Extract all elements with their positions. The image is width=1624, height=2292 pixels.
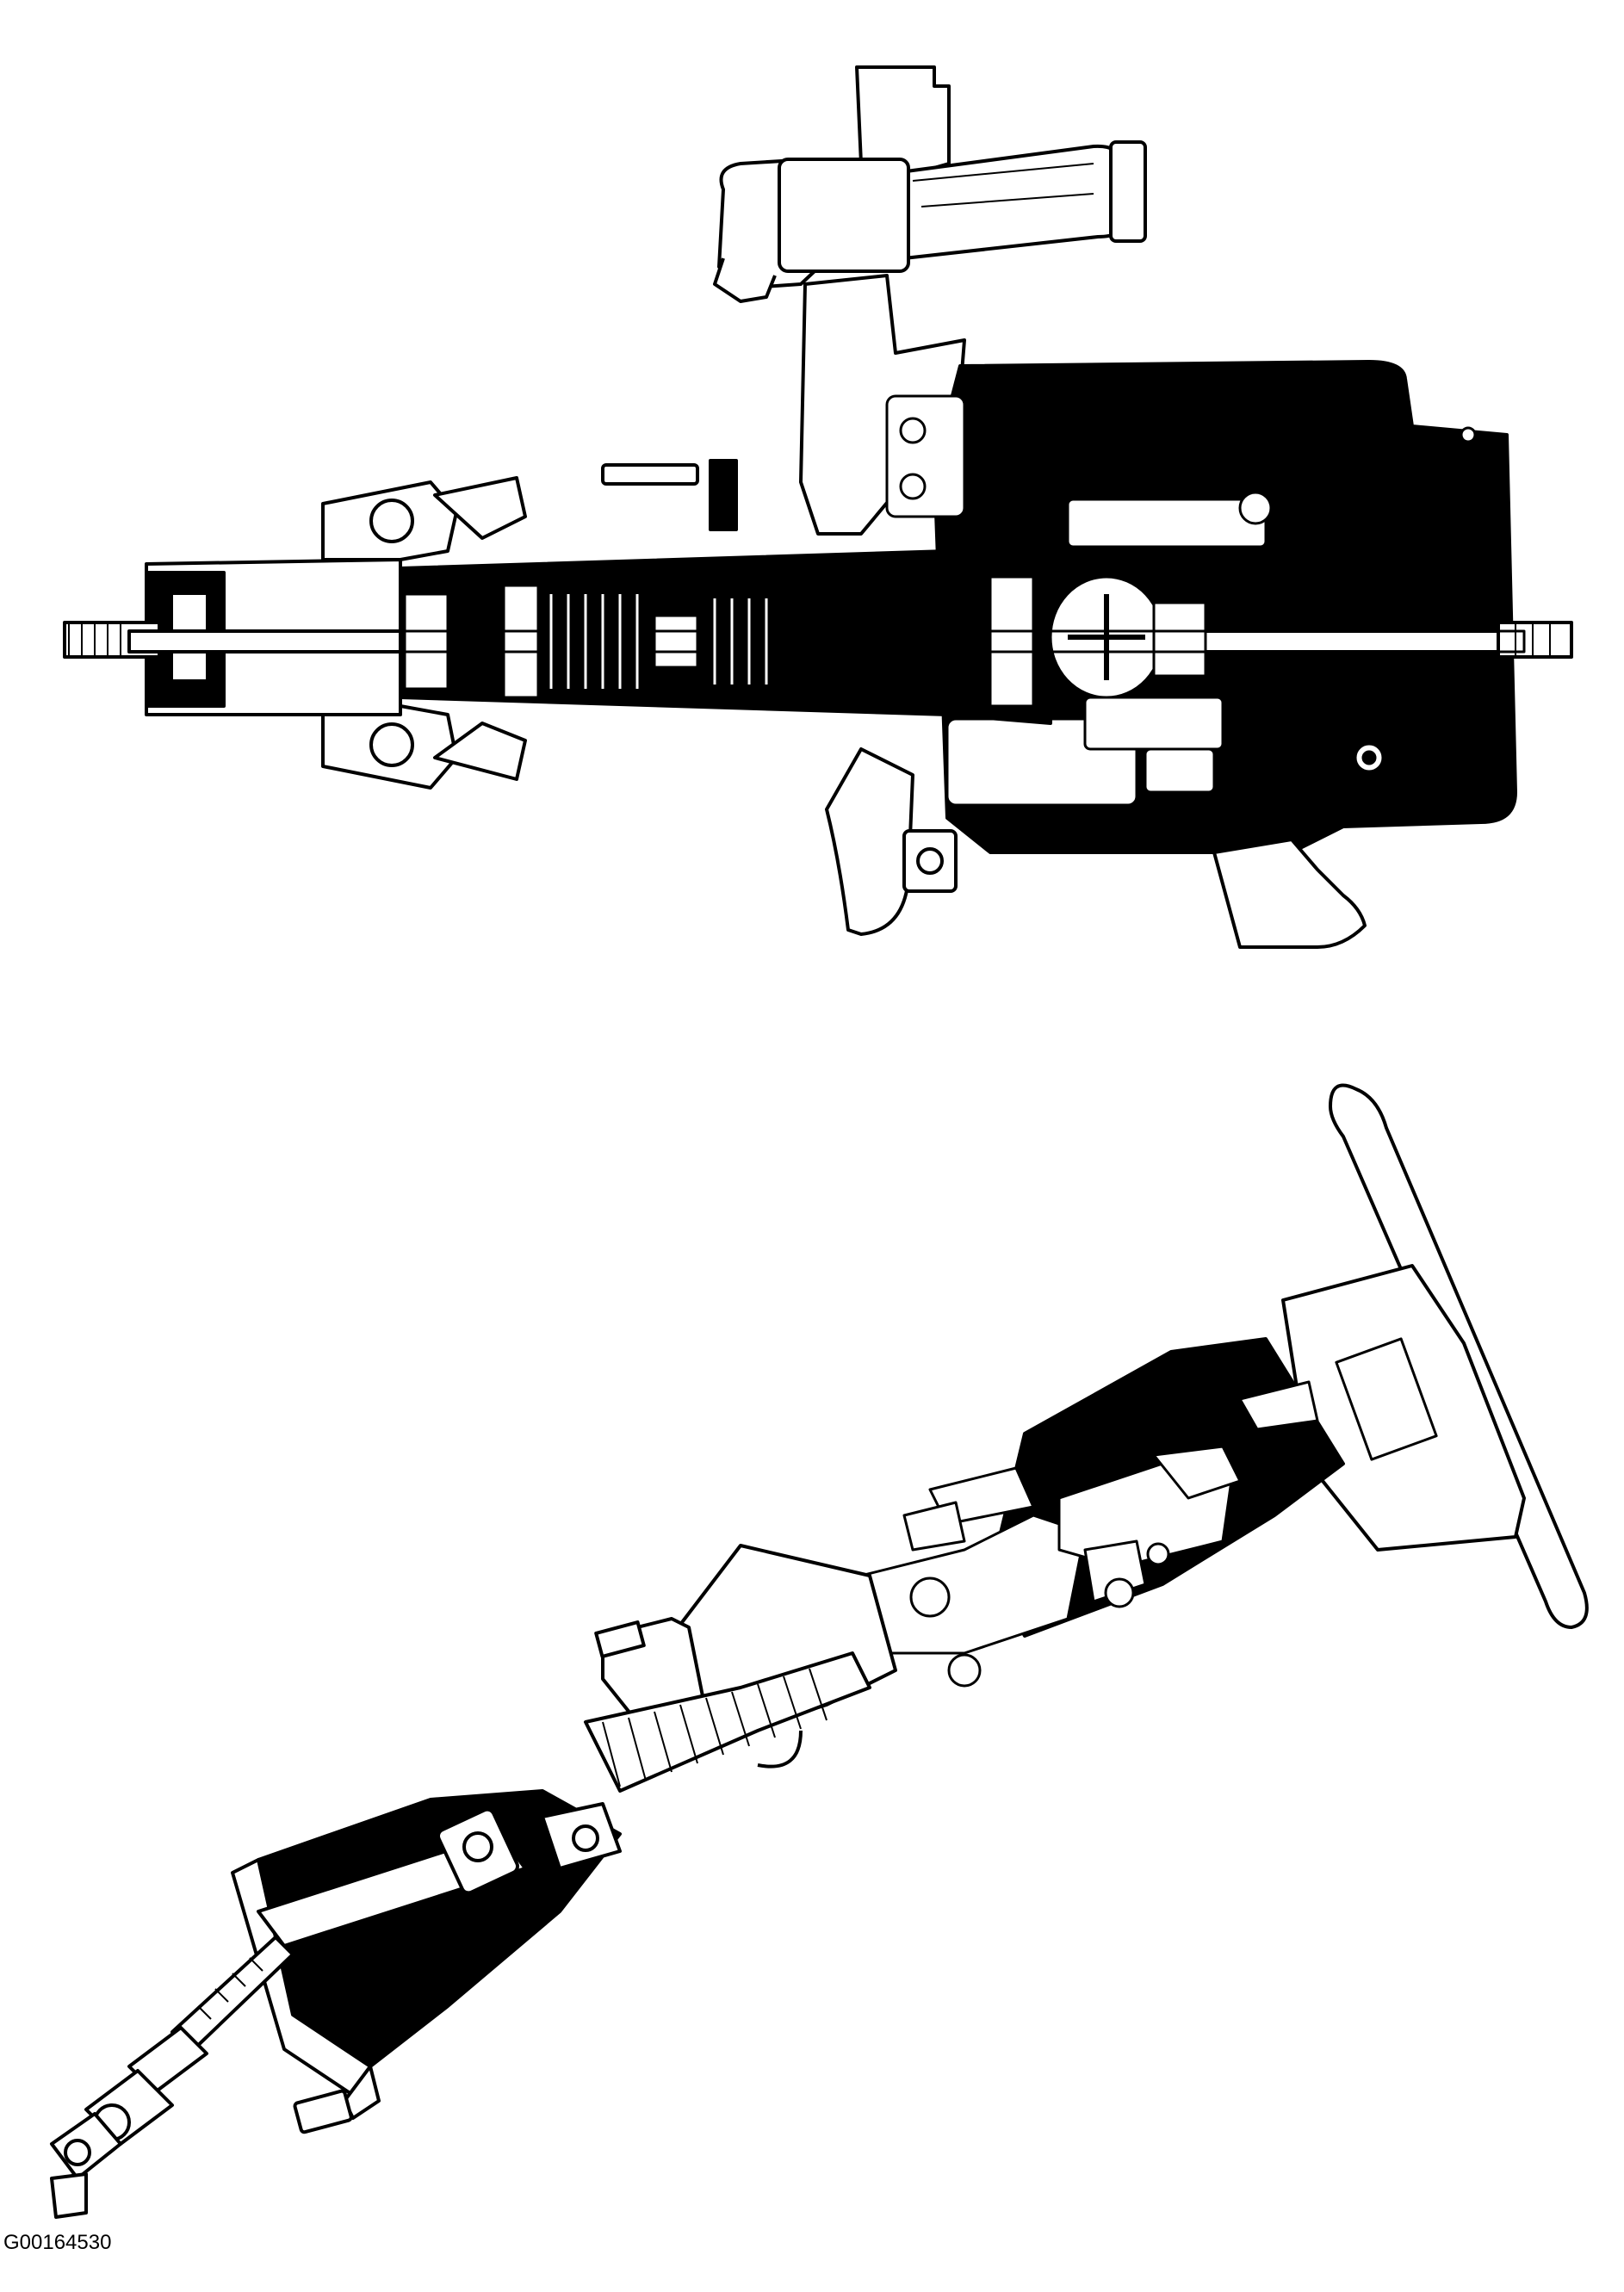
tilt-mechanism: [859, 1380, 1319, 1688]
lower-mounting-bracket: [825, 747, 914, 936]
column-installed-angled-view: [50, 1083, 1589, 2219]
housing-internal-parts: [885, 394, 1477, 807]
figure-code: G00164530: [3, 2231, 111, 2254]
inner-column-cutaway: [399, 545, 1052, 725]
corrugation-lines: [602, 1668, 827, 1787]
lower-universal-joint: [50, 2026, 208, 2219]
tilt-flange: [321, 476, 527, 790]
collapsible-shaft-section: [584, 1651, 871, 1793]
lower-support-arm: [1212, 838, 1367, 949]
ignition-switch-assembly: [713, 65, 1147, 303]
column-cutaway-side-view: [63, 65, 1573, 949]
upper-bolt: [601, 463, 699, 486]
upper-clip: [709, 459, 738, 531]
collapse-spring: [549, 594, 768, 689]
